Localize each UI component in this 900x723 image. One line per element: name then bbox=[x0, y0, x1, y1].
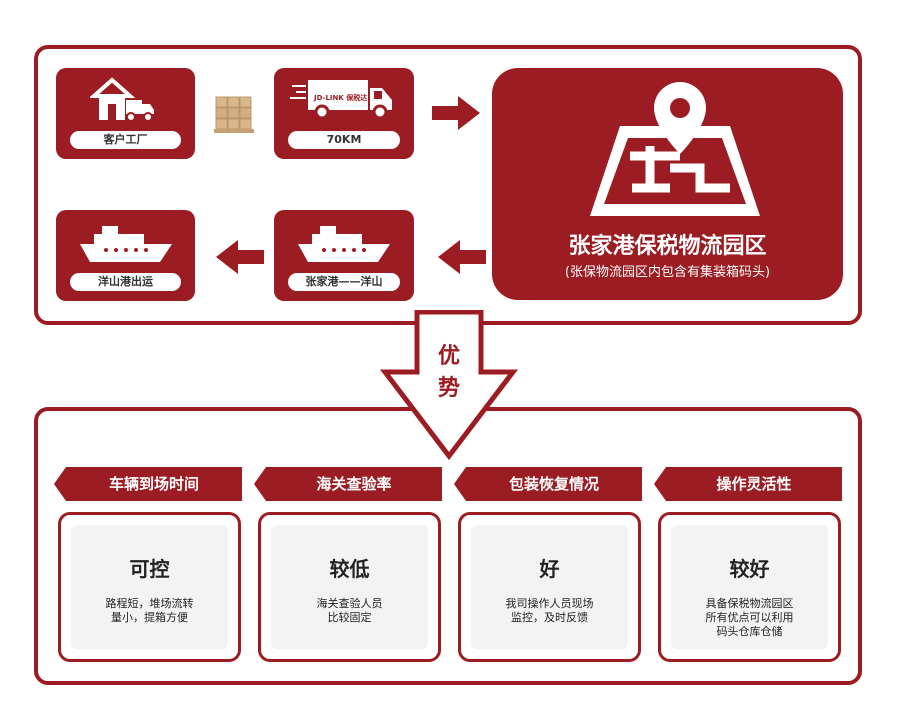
advantage-label-1: 优 bbox=[437, 344, 460, 369]
customer-factory-card: 客户工厂 bbox=[56, 68, 195, 159]
factory-truck-icon bbox=[90, 77, 154, 122]
advantage-box-flexibility: 较好 具备保税物流园区 所有优点可以利用 码头仓库仓储 bbox=[658, 512, 841, 662]
arrow-right-icon bbox=[432, 96, 480, 130]
description-text: 我司操作人员现场 监控，及时反馈 bbox=[505, 597, 594, 624]
map-pin-icon bbox=[590, 82, 760, 216]
advantage-label-2: 势 bbox=[437, 376, 460, 401]
zone-subtitle: (张保物流园区内包含有集装箱码头) bbox=[564, 265, 771, 280]
header-inspection-rate: 海关查验率 bbox=[254, 467, 442, 501]
rating-text: 可控 bbox=[129, 557, 170, 581]
rating-text: 好 bbox=[539, 557, 560, 581]
cargo-boxes-icon bbox=[214, 96, 254, 133]
truck-logo: JD-LINK 保税达 bbox=[314, 94, 368, 102]
truck-card: JD-LINK 保税达 70KM bbox=[274, 68, 414, 159]
down-arrow-icon bbox=[379, 310, 519, 460]
map-logo: JD-LINK 保税达 bbox=[634, 196, 688, 204]
zone-title: 张家港保税物流园区 bbox=[568, 234, 767, 259]
description-text: 海关查验人员 比较固定 bbox=[316, 597, 383, 624]
route-label: 张家港——洋山 bbox=[288, 273, 400, 291]
bonded-zone-card: JD-LINK 保税达 张家港保税物流园区 (张保物流园区内包含有集装箱码头) bbox=[492, 68, 843, 300]
customer-factory-label: 客户工厂 bbox=[70, 131, 181, 149]
header-flexibility: 操作灵活性 bbox=[654, 467, 842, 501]
description-text: 具备保税物流园区 所有优点可以利用 码头仓库仓储 bbox=[705, 597, 794, 638]
yangshan-label: 洋山港出运 bbox=[70, 273, 181, 291]
rating-text: 较好 bbox=[729, 557, 770, 581]
arrow-left-icon bbox=[438, 240, 486, 274]
distance-label: 70KM bbox=[288, 131, 400, 149]
advantage-box-inspection: 较低 海关查验人员 比较固定 bbox=[258, 512, 441, 662]
yangshan-port-card: 洋山港出运 bbox=[56, 210, 195, 301]
description-text: 路程短，堆场流转 量小，提箱方便 bbox=[105, 597, 194, 624]
rating-text: 较低 bbox=[329, 557, 370, 581]
header-arrival-time: 车辆到场时间 bbox=[54, 467, 242, 501]
advantage-box-packaging: 好 我司操作人员现场 监控，及时反馈 bbox=[458, 512, 641, 662]
truck-icon bbox=[290, 80, 392, 120]
ship-icon-2 bbox=[80, 226, 172, 262]
ship-icon bbox=[298, 226, 390, 262]
arrow-left-icon-2 bbox=[216, 240, 264, 274]
advantage-box-arrival: 可控 路程短，堆场流转 量小，提箱方便 bbox=[58, 512, 241, 662]
header-packaging: 包装恢复情况 bbox=[454, 467, 642, 501]
route-ship-card: 张家港——洋山 bbox=[274, 210, 414, 301]
